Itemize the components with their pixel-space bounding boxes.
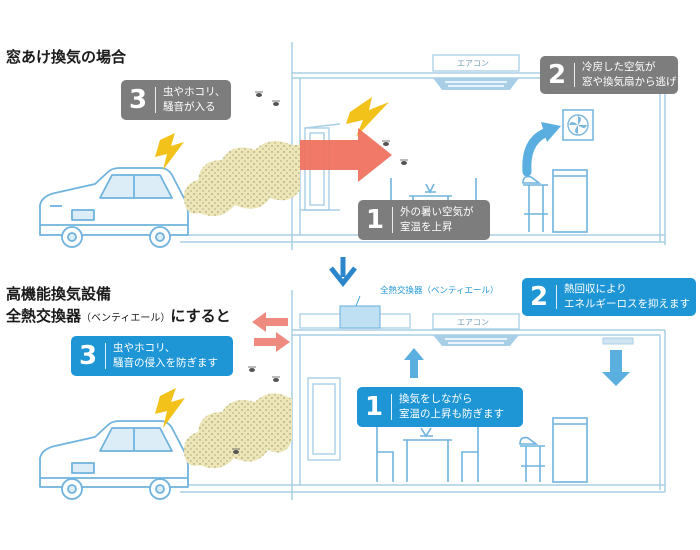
erv-unit [299,295,411,329]
heat-arrow [300,128,392,182]
title-erv-main: 全熱交換器 [6,307,82,325]
bottom-car [39,420,189,500]
top-aircon [432,54,520,90]
callout-top-2: 2 冷房した空気が窓や換気扇から逃げる [540,56,687,94]
callout-divider [556,285,557,309]
top-aircon-label: エアコン [457,59,489,68]
callout-text: 熱回収によりエネルギーロスを抑えます [564,283,690,310]
callout-divider [574,63,575,87]
bottom-bar-counter [519,417,588,483]
callout-divider [392,207,393,233]
callout-number: 3 [128,85,148,115]
callout-number: 1 [364,392,384,422]
callout-text: 冷房した空気が窓や換気扇から逃げる [582,61,687,88]
cool-air-arrow [522,122,561,177]
bottom-aircon-label: エアコン [457,318,489,327]
callout-number: 2 [529,282,549,312]
callout-text: 虫やホコリ、騒音が入る [163,86,226,113]
bottom-dining-table [376,422,479,482]
erv-label: 全熱交換器（ベンティエール） [380,286,499,296]
callout-top-1: 1 外の暑い空気が室温を上昇 [358,200,490,240]
lightning-bolt [155,97,389,170]
callout-text: 換気をしながら室温の上昇も防ぎます [399,393,504,420]
title-erv: 全熱交換器（ベンティエール）にすると [6,305,231,326]
callout-text: 外の暑い空気が室温を上昇 [400,206,474,233]
callout-divider [391,394,392,420]
title-window-ventilation: 窓あけ換気の場合 [6,48,127,66]
top-bar-counter [522,169,588,233]
title-erv-tail: にすると [170,307,231,325]
callout-text: 虫やホコリ、騒音の侵入を防ぎます [113,342,218,369]
callout-bottom-2: 2 熱回収によりエネルギーロスを抑えます [522,278,696,316]
down-arrow [329,257,357,288]
bottom-window [307,377,341,461]
callout-divider [155,87,156,113]
callout-divider [105,343,106,369]
top-car [39,167,189,248]
bottom-house [180,290,666,500]
exhaust-fan-icon [562,109,594,141]
insect [232,366,280,454]
bottom-dust-cloud [183,393,292,469]
lightning-bolt [155,388,185,428]
insect [255,91,408,165]
title-erv-small: （ベンティエール） [81,313,171,324]
bottom-aircon [432,313,634,346]
callout-bottom-3: 3 虫やホコリ、騒音の侵入を防ぎます [71,336,233,376]
callout-number: 1 [365,205,385,235]
callout-bottom-1: 1 換気をしながら室温の上昇も防ぎます [357,387,523,427]
exchange-arrows [252,312,290,352]
callout-top-3: 3 虫やホコリ、騒音が入る [121,80,231,120]
supply-air-arrows [404,348,630,386]
top-dust-cloud [183,141,300,217]
callout-number: 2 [547,60,567,90]
title-high-performance: 高機能換気設備 [6,285,112,303]
callout-number: 3 [78,341,98,371]
